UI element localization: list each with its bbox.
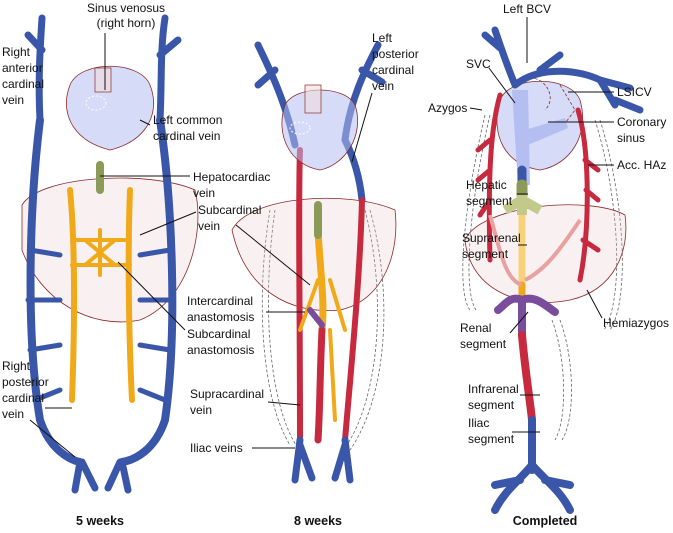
left-posterior-cardinal-vein	[118, 116, 177, 466]
iliac-vein-left-p1	[71, 458, 99, 494]
subcardinal-ivc-p2	[314, 226, 327, 334]
mesonephros-outline-p2	[261, 209, 385, 451]
label-azygos: Azygos	[428, 101, 467, 115]
panel-completed: Completed	[462, 26, 644, 528]
subcardinal-branches-p2	[298, 278, 347, 422]
left-bcv	[481, 26, 644, 114]
renal-segment	[494, 294, 559, 339]
hepatic-tributaries	[488, 214, 582, 287]
label-lsicv: LSICV	[617, 85, 652, 99]
subcardinal-anastomosis	[70, 228, 132, 277]
sinus-outline-p2	[289, 121, 311, 135]
panel-title-completed: Completed	[513, 514, 578, 528]
sinus-venosus-outline	[85, 95, 107, 111]
label-sinus-venosus: Sinus venosus(right horn)	[87, 1, 165, 30]
outflow-tract	[94, 67, 112, 93]
outflow-tract-p2	[304, 84, 322, 114]
label-acc-haz: Acc. HAz	[617, 158, 666, 172]
renal-p2	[307, 307, 325, 328]
iliac-veins-p2	[291, 436, 354, 484]
azygos-vein	[475, 92, 503, 263]
iliac-vein-right-p1	[104, 458, 132, 494]
panel-title-5-weeks: 5 weeks	[76, 514, 124, 528]
label-svc: SVC	[466, 57, 491, 71]
infrarenal-segment	[518, 331, 536, 424]
iliac-segment	[491, 416, 574, 514]
label-iliac-veins: Iliac veins	[190, 441, 243, 455]
mesonephros-outline-p3	[462, 114, 623, 441]
subcardinal-veins	[67, 187, 135, 403]
svc	[512, 90, 568, 185]
supracardinal-veins-p2	[296, 147, 365, 443]
panel-title-8-weeks: 8 weeks	[294, 514, 342, 528]
ivc-lower-p2	[314, 326, 326, 444]
label-hemiazygos: Hemiazygos	[603, 316, 669, 330]
anterior-cardinals-p2	[254, 41, 386, 149]
left-anterior-cardinal-vein	[156, 14, 182, 124]
label-left-bcv: Left BCV	[503, 2, 551, 16]
panel-8-weeks: 8 weeks	[231, 41, 397, 528]
leader-lines	[29, 17, 614, 458]
heart-outline	[66, 66, 154, 151]
liver-outline	[21, 177, 199, 323]
right-anterior-cardinal-vein	[24, 14, 46, 124]
right-posterior-cardinal-vein	[26, 116, 84, 466]
hepatic-veins	[502, 195, 543, 215]
panel-5-weeks: 5 weeks	[21, 14, 199, 528]
